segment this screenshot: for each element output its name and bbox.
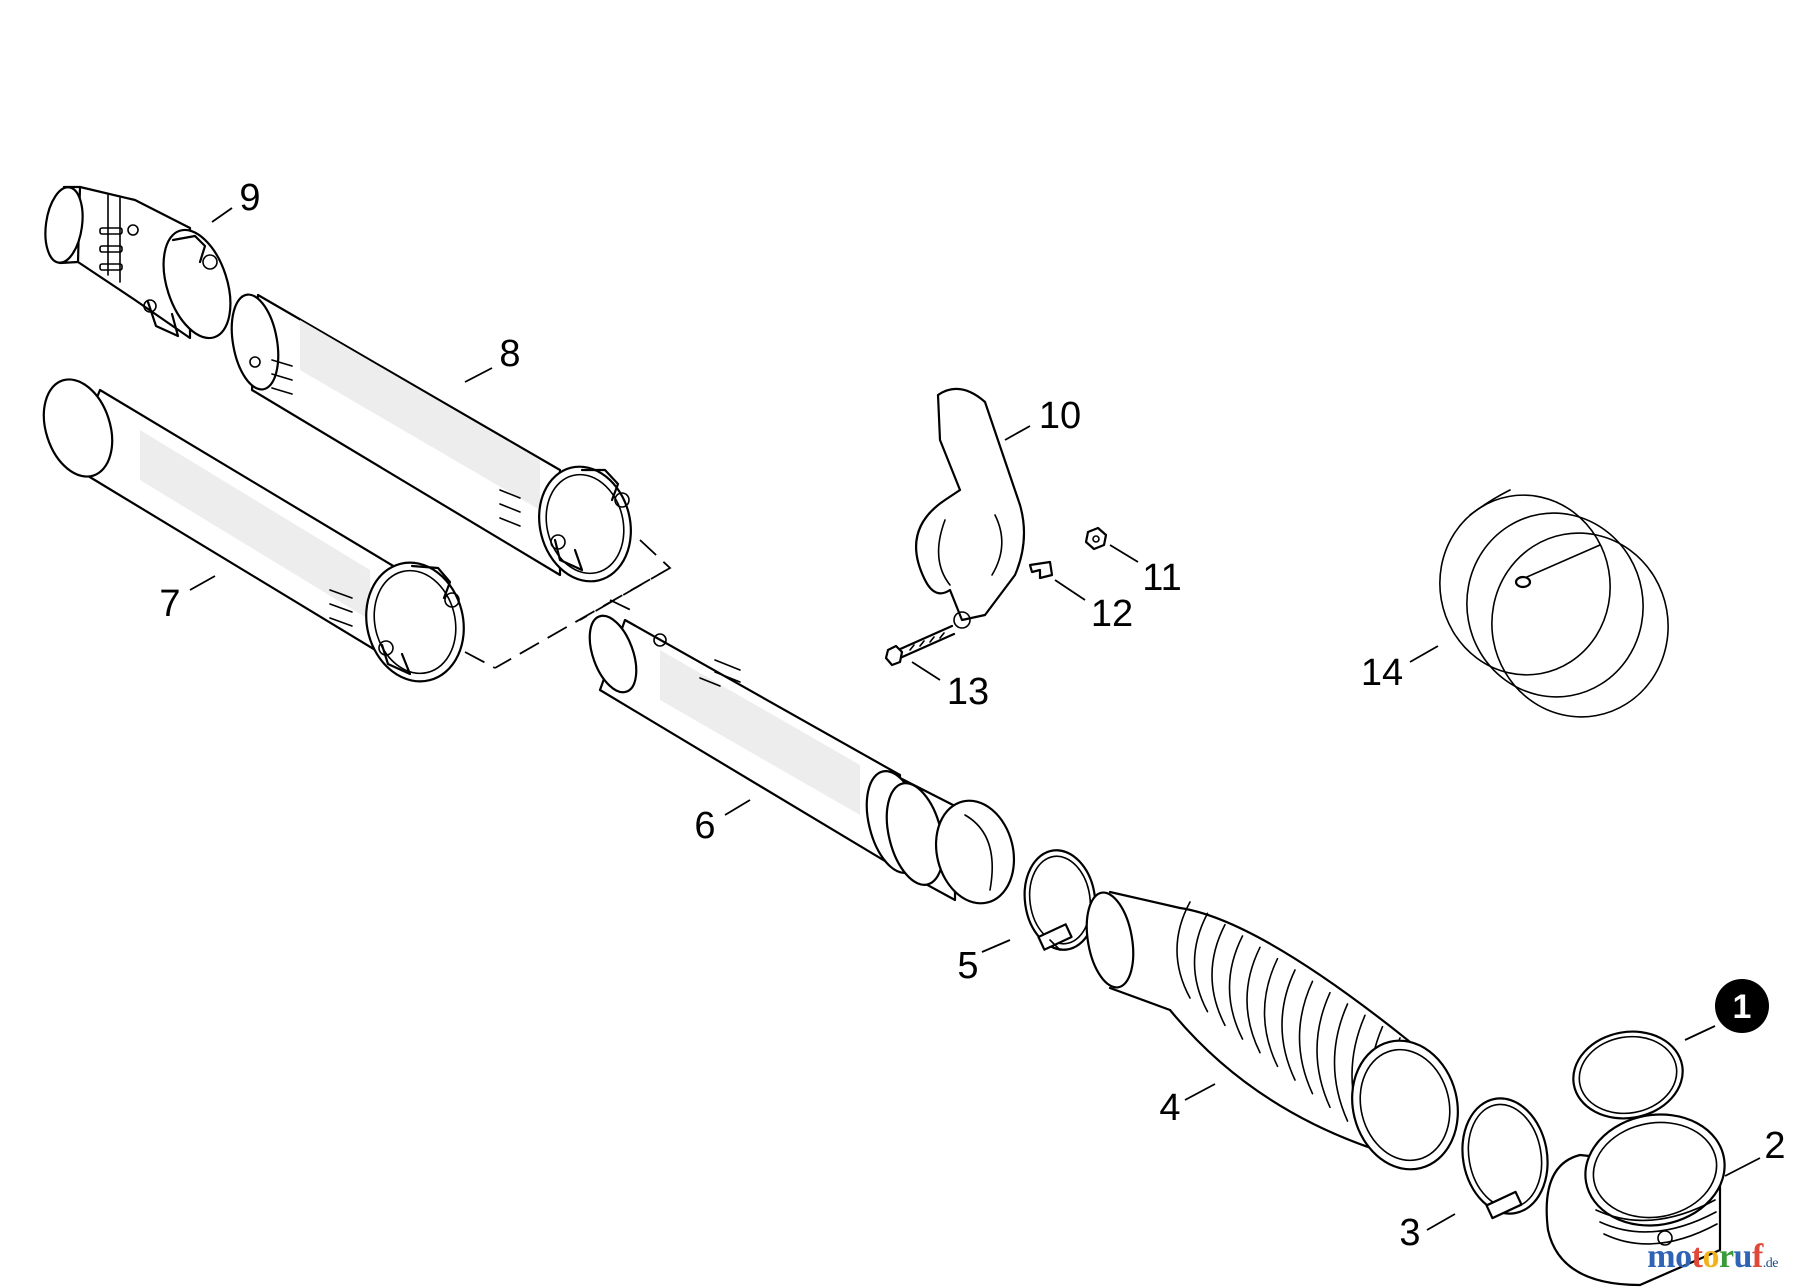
watermark-letter: u	[1733, 1238, 1753, 1275]
part-labels: 1 2 3 4 5 6 7 8 9 10 11 12 13 14	[159, 177, 1785, 1254]
label-8: 8	[499, 333, 520, 375]
watermark-suffix: .de	[1762, 1256, 1779, 1271]
part-10-handle	[914, 387, 1026, 629]
label-14: 14	[1361, 652, 1403, 694]
label-3: 3	[1399, 1212, 1420, 1254]
part-14-wire-coil	[1439, 489, 1669, 718]
label-4: 4	[1159, 1087, 1180, 1129]
part-13-bolt	[884, 624, 956, 667]
part-1-badge	[1715, 979, 1769, 1033]
watermark-logo: motoruf.de	[1647, 1238, 1778, 1276]
part-2-elbow	[1545, 1113, 1726, 1287]
assembly-dashed-line	[464, 539, 672, 669]
label-7: 7	[159, 583, 180, 625]
part-4-flex-hose	[1085, 890, 1459, 1171]
label-9: 9	[239, 177, 260, 219]
part-5-clamp	[1023, 849, 1097, 951]
watermark-letter: r	[1718, 1238, 1734, 1275]
watermark-letter: f	[1751, 1238, 1763, 1275]
part-7-tube	[42, 378, 465, 683]
part-11-nut	[1084, 526, 1108, 551]
label-12: 12	[1091, 593, 1133, 635]
leader-lines	[189, 207, 1761, 1231]
label-2: 2	[1764, 1125, 1785, 1167]
label-6: 6	[694, 805, 715, 847]
watermark-letter: m	[1647, 1238, 1676, 1275]
label-13: 13	[947, 671, 989, 713]
label-10: 10	[1039, 395, 1081, 437]
label-1: 1	[1733, 988, 1752, 1026]
part-3-clamp	[1461, 1097, 1549, 1220]
part-8-tube	[230, 293, 632, 583]
label-5: 5	[957, 945, 978, 987]
watermark-letter: o	[1675, 1238, 1692, 1275]
part-9-nozzle	[44, 185, 232, 340]
label-11: 11	[1142, 557, 1181, 599]
watermark-letter: o	[1702, 1238, 1719, 1275]
watermark-letter: t	[1691, 1238, 1703, 1275]
part-6-tube	[588, 614, 1016, 905]
part-12-clip	[1028, 560, 1054, 580]
part-1-o-ring	[1572, 1030, 1684, 1120]
